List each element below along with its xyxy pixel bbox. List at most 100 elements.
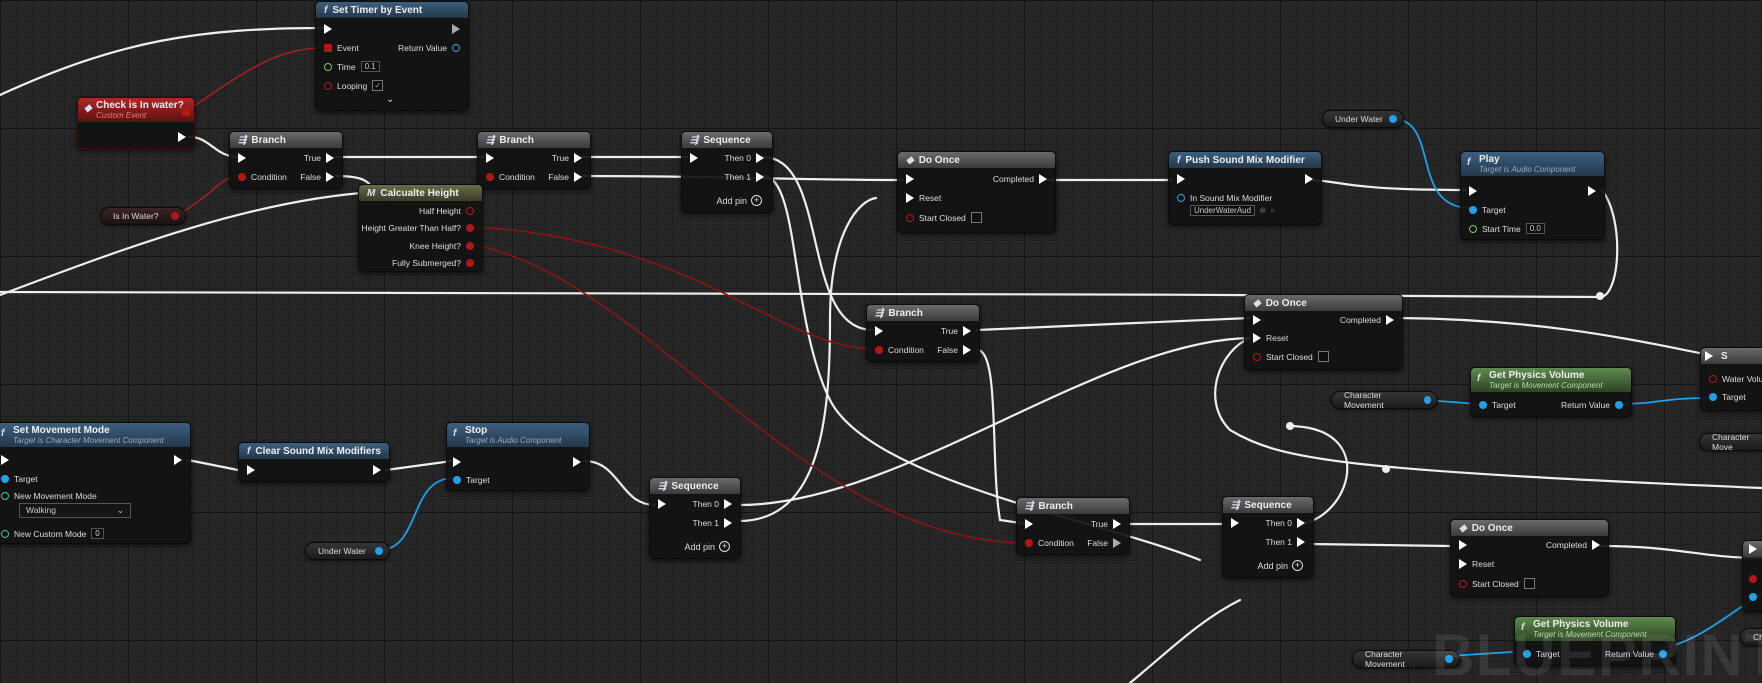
knee-height-pin[interactable] (466, 242, 474, 250)
do-once-node-3[interactable]: ◆Do Once Completed Reset Start Closed (1450, 519, 1609, 597)
branch-node-3[interactable]: ⇶Branch True Condition False (866, 304, 980, 362)
true-pin[interactable] (326, 153, 334, 163)
event-pin[interactable] (324, 44, 332, 52)
start-closed-pin[interactable] (906, 213, 914, 222)
false-pin[interactable] (326, 172, 334, 182)
completed-pin[interactable] (1039, 174, 1047, 184)
then-1-pin[interactable] (1297, 537, 1305, 547)
target-pin[interactable] (1479, 401, 1487, 409)
search-icon[interactable]: ⌕ (1270, 205, 1275, 215)
completed-pin[interactable] (1592, 540, 1600, 550)
character-movement-variable-1[interactable]: Character Movement (1331, 390, 1438, 410)
reset-pin[interactable] (1253, 333, 1261, 343)
exec-out-pin[interactable] (452, 24, 460, 34)
character-movement-variable-partial-2[interactable]: Ch (1740, 628, 1762, 646)
exec-in-pin[interactable] (1459, 540, 1467, 550)
add-pin-button[interactable]: Add pin+ (716, 195, 762, 206)
exec-in-pin[interactable] (238, 153, 246, 163)
sequence-node-3[interactable]: ⇶Sequence Then 0 Then 1 Add pin+ (1222, 496, 1314, 578)
do-once-node-2[interactable]: ◆Do Once Completed Reset Start Closed (1244, 294, 1403, 370)
then-0-pin[interactable] (756, 153, 764, 163)
target-pin[interactable] (453, 476, 461, 484)
start-closed-pin[interactable] (1253, 352, 1261, 361)
browse-icon[interactable]: ⊕ (1259, 205, 1267, 215)
exec-in-pin[interactable] (1705, 351, 1713, 361)
condition-pin[interactable] (875, 346, 883, 354)
condition-pin[interactable] (486, 173, 494, 181)
start-time-pin[interactable] (1469, 224, 1477, 233)
exec-in-pin[interactable] (906, 174, 914, 184)
branch-node-1[interactable]: ⇶Branch True Condition False (229, 131, 343, 189)
custom-mode-input[interactable]: 0 (91, 528, 104, 539)
partial-node-right-bottom[interactable] (1742, 540, 1762, 612)
target-pin[interactable] (1469, 206, 1477, 214)
looping-checkbox[interactable]: ✓ (372, 80, 384, 91)
exec-in-pin[interactable] (247, 465, 255, 475)
start-closed-checkbox[interactable] (1317, 351, 1329, 362)
exec-out-pin[interactable] (174, 455, 182, 465)
variable-pin[interactable] (1445, 655, 1453, 663)
reset-pin[interactable] (906, 193, 914, 203)
is-in-water-variable[interactable]: Is In Water? (100, 207, 186, 225)
exec-in-pin[interactable] (1025, 519, 1033, 529)
false-pin[interactable] (1113, 538, 1121, 548)
do-once-node-1[interactable]: ◆Do Once Completed Reset Start Closed (897, 151, 1056, 233)
true-pin[interactable] (1113, 519, 1121, 529)
return-value-pin[interactable] (1659, 650, 1667, 658)
custom-mode-pin[interactable] (1, 529, 9, 538)
add-pin-button[interactable]: Add pin+ (1257, 560, 1303, 571)
return-value-pin[interactable] (1615, 401, 1623, 409)
check-in-water-event-node[interactable]: ◆Check is In water?Custom Event (77, 97, 195, 149)
false-pin[interactable] (963, 345, 971, 355)
exec-in-pin[interactable] (1177, 174, 1185, 184)
under-water-variable-top[interactable]: Under Water (1322, 110, 1404, 128)
input-pin[interactable] (1749, 575, 1757, 583)
target-pin[interactable] (1749, 593, 1757, 601)
exec-in-pin[interactable] (324, 24, 332, 34)
modifier-pin[interactable] (1177, 194, 1185, 202)
expand-chevron-icon[interactable]: ⌄ (386, 94, 395, 105)
start-closed-pin[interactable] (1459, 579, 1467, 588)
exec-out-pin[interactable] (573, 457, 581, 467)
exec-in-pin[interactable] (1469, 186, 1477, 196)
target-pin[interactable] (1709, 393, 1717, 401)
return-value-pin[interactable] (452, 44, 460, 52)
then-0-pin[interactable] (1297, 518, 1305, 528)
false-pin[interactable] (574, 172, 582, 182)
start-closed-checkbox[interactable] (1523, 578, 1535, 589)
movement-mode-pin[interactable] (1, 492, 9, 500)
exec-in-pin[interactable] (1231, 518, 1239, 528)
start-time-input[interactable]: 0.0 (1525, 223, 1545, 234)
fully-submerged-pin[interactable] (466, 259, 474, 267)
then-1-pin[interactable] (724, 518, 732, 528)
time-input[interactable]: 0.1 (360, 61, 380, 72)
branch-node-4[interactable]: ⇶Branch True Condition False (1016, 497, 1130, 555)
character-movement-variable-partial[interactable]: Character Move (1699, 432, 1762, 452)
true-pin[interactable] (963, 326, 971, 336)
completed-pin[interactable] (1386, 315, 1394, 325)
exec-in-pin[interactable] (453, 457, 461, 467)
delegate-pin[interactable] (182, 108, 190, 116)
variable-pin[interactable] (375, 547, 383, 555)
then-0-pin[interactable] (724, 499, 732, 509)
exec-in-pin[interactable] (690, 153, 698, 163)
height-greater-pin[interactable] (466, 224, 474, 232)
exec-in-pin[interactable] (486, 153, 494, 163)
exec-out-pin[interactable] (373, 465, 381, 475)
start-closed-checkbox[interactable] (970, 212, 982, 223)
then-1-pin[interactable] (756, 172, 764, 182)
water-volume-pin[interactable] (1709, 375, 1717, 383)
condition-pin[interactable] (238, 173, 246, 181)
true-pin[interactable] (574, 153, 582, 163)
exec-in-pin[interactable] (1253, 315, 1261, 325)
condition-pin[interactable] (1025, 539, 1033, 547)
